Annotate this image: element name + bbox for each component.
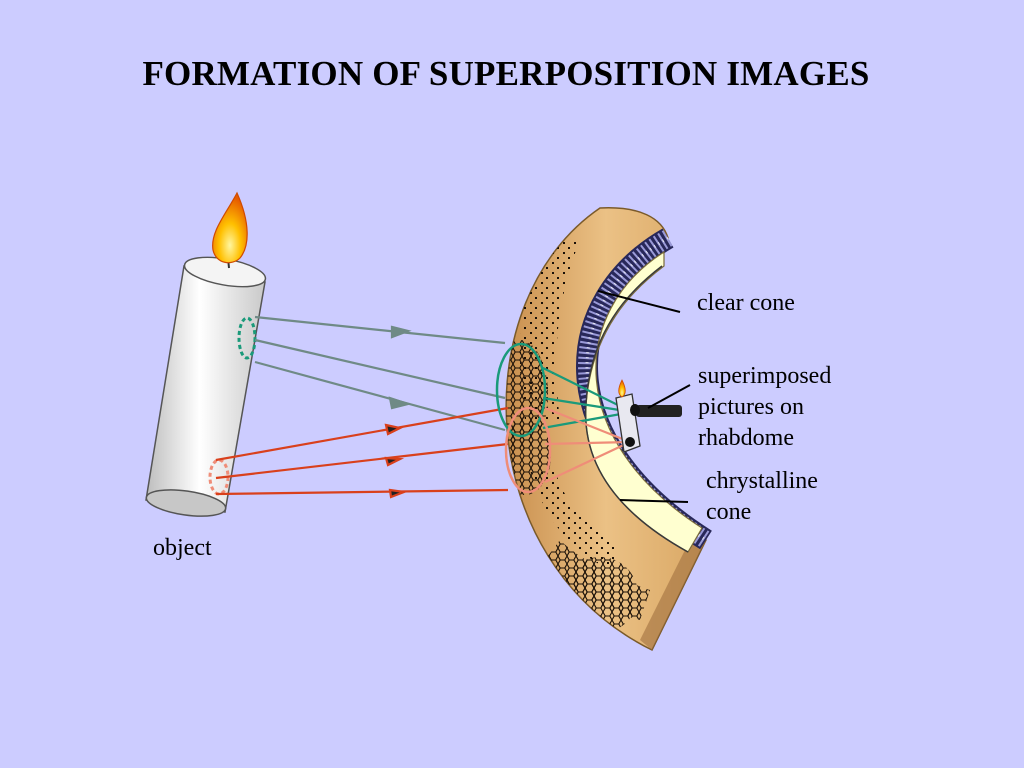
flame-icon: [212, 191, 248, 264]
superimposed-label-line-2: pictures on: [698, 394, 804, 420]
superimposed-label-line-1: superimposed: [698, 363, 832, 389]
crystalline-cone-label-line-1: chrystalline: [706, 468, 818, 494]
superimposed-label-line-3: rhabdome: [698, 425, 794, 451]
clear-cone-label: clear cone: [697, 290, 795, 316]
compound-eye-section-icon: [505, 207, 712, 652]
upper-rays: [254, 315, 633, 432]
upper-source-spot: [237, 316, 257, 360]
lower-focus-ring: [504, 406, 552, 494]
candle-icon: [145, 191, 267, 517]
crystalline-cone-label-line-2: cone: [706, 499, 752, 525]
slide-title: FORMATION OF SUPERPOSITION IMAGES: [142, 54, 870, 93]
rhabdome-leader: [647, 384, 691, 409]
object-label: object: [153, 535, 212, 561]
crystalline-cone-leader: [619, 499, 689, 503]
lower-rays: [215, 406, 631, 499]
clear-cone-leader: [597, 290, 681, 313]
inverted-candle-icon: [615, 379, 682, 453]
upper-focus-ring: [495, 342, 547, 438]
